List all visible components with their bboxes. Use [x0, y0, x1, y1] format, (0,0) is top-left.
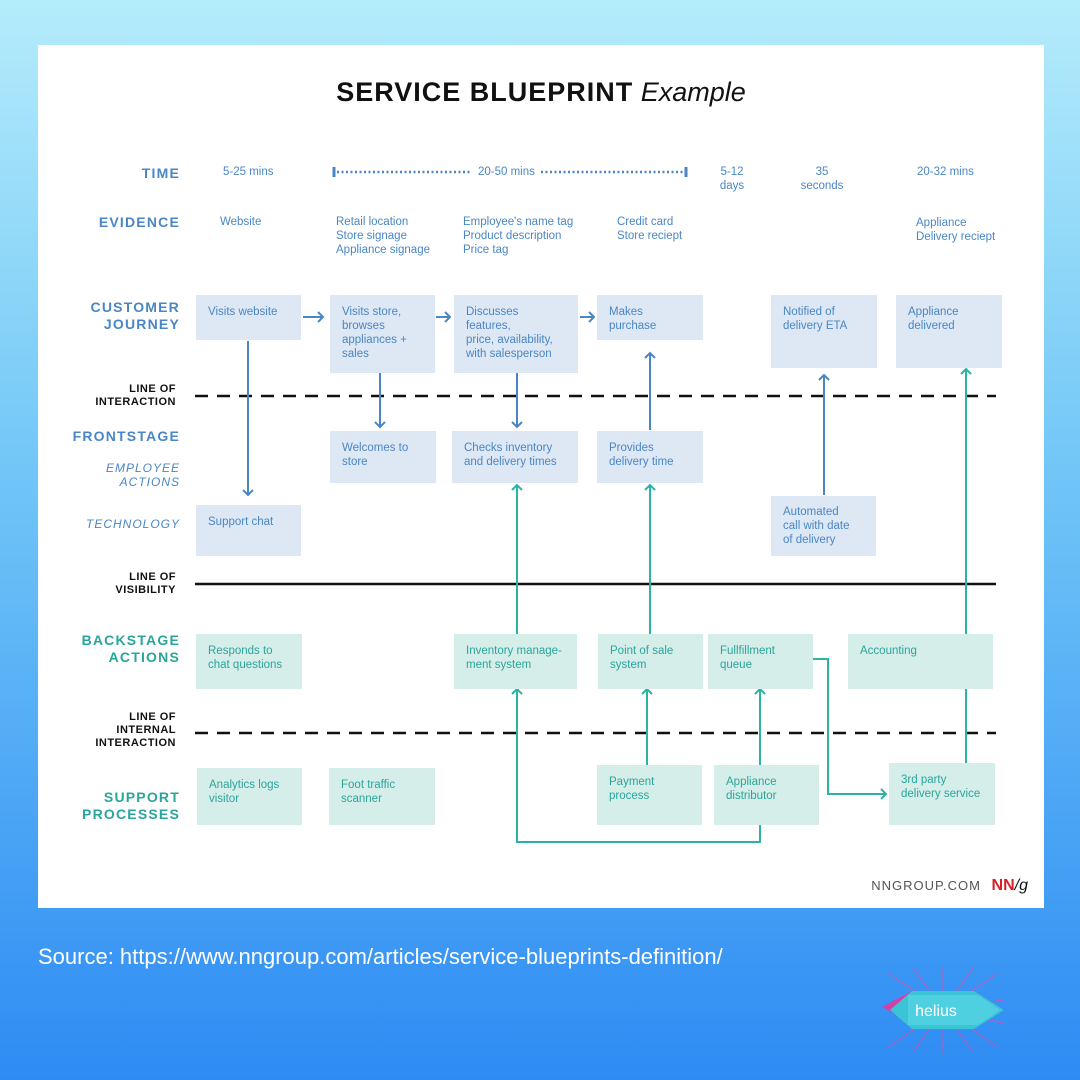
cj-discusses-features: Discusses features,price, availability,w… [454, 295, 578, 373]
blueprint-lines [195, 167, 996, 843]
source-link[interactable]: Source: https://www.nngroup.com/articles… [38, 944, 723, 969]
arrow-distributor-to-inventory [511, 687, 761, 843]
row-label-evidence: EVIDENCE [98, 214, 180, 230]
row-label-frontstage: FRONTSTAGE [72, 428, 180, 444]
footer-site: NNGROUP.COM [871, 878, 981, 893]
diagram-title: SERVICE BLUEPRINT Example [38, 77, 1044, 108]
nngroup-footer: NNGROUP.COM NN/g [871, 877, 1028, 895]
nng-logo: NN/g [991, 877, 1028, 894]
bs-inventory-management-system: Inventory manage-ment system [454, 634, 577, 689]
tech-support-chat: Support chat [196, 505, 301, 556]
bs-accounting: Accounting [848, 634, 993, 689]
evidence-website: Website [220, 216, 262, 228]
time-stage-5: 20-32 mins [917, 166, 974, 178]
time-stage-1: 5-25 mins [223, 166, 274, 178]
time-stage-2: 20-50 mins [478, 166, 535, 178]
helius-logo-text: helius [915, 1003, 957, 1020]
row-label-time: TIME [141, 165, 180, 181]
title-bold: SERVICE BLUEPRINT [336, 77, 634, 107]
title-italic: Example [640, 77, 746, 107]
cj-makes-purchase: Makes purchase [597, 295, 703, 340]
row-label-technology: TECHNOLOGY [85, 517, 180, 531]
cj-visits-website: Visits website [196, 295, 301, 340]
time-range-bar [332, 167, 688, 177]
helius-logo: helius [882, 967, 1004, 1053]
arrow-queue-to-3rd-party [813, 658, 888, 800]
blueprint-card: SERVICE BLUEPRINT Example [38, 45, 1044, 908]
